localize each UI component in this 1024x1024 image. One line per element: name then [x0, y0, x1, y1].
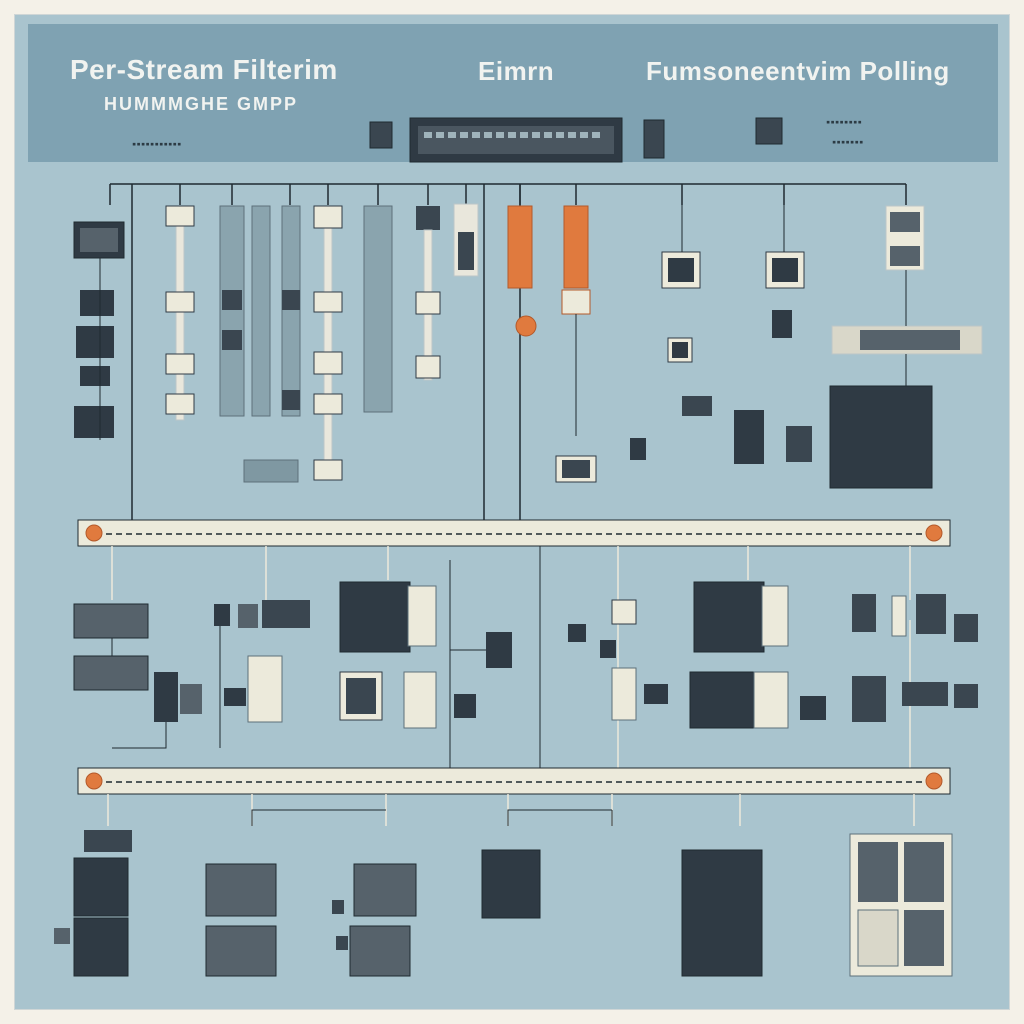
title-right: Fumsoneentvim Polling [646, 56, 950, 86]
title-left: Per-Stream Filterim [70, 54, 338, 85]
device-chain-2 [219, 205, 301, 417]
top-bus-lines [109, 183, 907, 520]
middle-tier-devices [73, 581, 978, 729]
right-upper-cluster [630, 205, 983, 489]
core-switch [409, 117, 623, 163]
micro-label: ▪▪▪▪▪▪▪ [832, 138, 864, 146]
orange-devices [507, 205, 597, 483]
small-device [243, 459, 299, 483]
micro-label: ▪▪▪▪▪▪▪▪ [826, 118, 863, 126]
middle-bus-rail [77, 519, 951, 547]
left-device-stack [73, 221, 125, 440]
device-chain-3 [313, 205, 343, 481]
device-chain-1 [165, 205, 195, 421]
header-device-icon [369, 117, 783, 159]
device-chain-4 [363, 203, 479, 413]
lower-bus-rail [77, 767, 951, 795]
lower-tier-devices [54, 830, 953, 977]
subtitle: HUMMMGHE GMPP [104, 94, 298, 114]
middle-tier-wires [111, 626, 486, 749]
diagram-frame [14, 14, 1010, 1010]
lower-tier-wires [251, 809, 613, 826]
title-center: Eimrn [478, 56, 555, 86]
micro-label: ▪▪▪▪▪▪▪▪▪▪▪ [132, 140, 182, 148]
